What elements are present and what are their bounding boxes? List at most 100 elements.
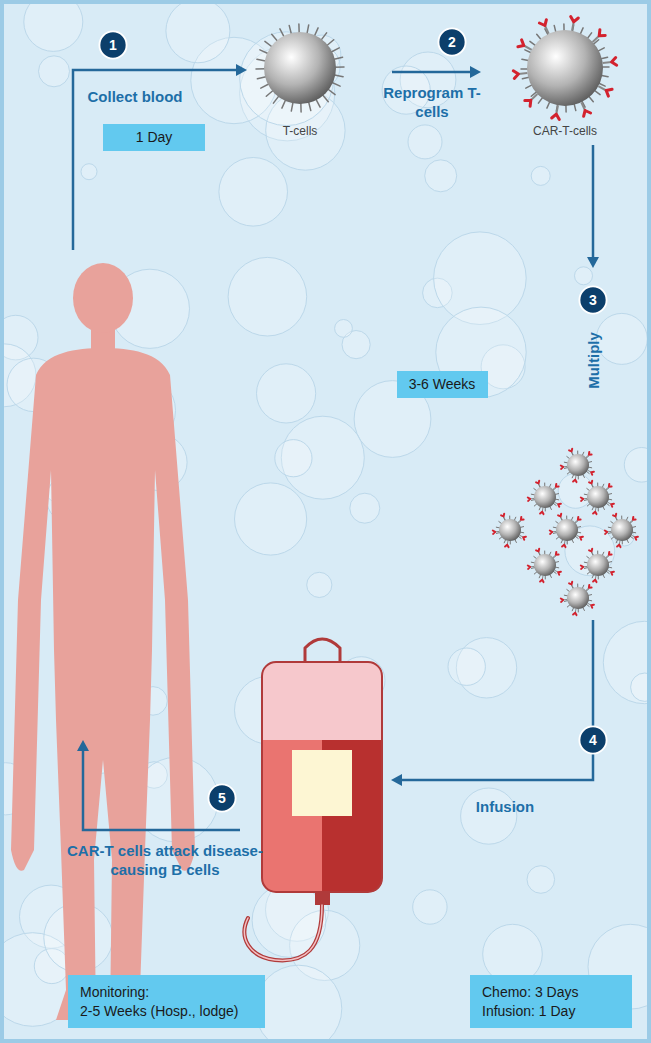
car-receptor (501, 514, 504, 517)
cell-body (611, 519, 633, 541)
box-text: 2-5 Weeks (Hosp., lodge) (80, 1002, 238, 1021)
cell-body (587, 486, 609, 508)
iv-tube-inner (244, 905, 322, 960)
car-receptor (573, 480, 576, 482)
car-receptor (589, 585, 592, 588)
car-t-cell (550, 514, 583, 547)
bubble (219, 158, 288, 227)
car-receptor (569, 582, 572, 585)
car-t-cell (605, 514, 638, 547)
step-number: 5 (218, 790, 226, 806)
car-receptor (525, 100, 531, 106)
step-circle: 3 (578, 285, 608, 315)
car-receptor (593, 580, 596, 582)
car-receptor (550, 531, 552, 534)
flow-line (392, 71, 472, 74)
car-receptor (539, 20, 546, 26)
car-receptor (571, 17, 579, 22)
step-number: 2 (448, 34, 456, 50)
car-t-cell (493, 514, 526, 547)
bubble (235, 483, 307, 555)
cell-body (567, 587, 589, 609)
car-receptor (633, 517, 636, 520)
bubble (24, 0, 83, 51)
car-receptor (611, 504, 614, 507)
box-text: Chemo: 3 Days (482, 983, 578, 1002)
car-receptor (609, 552, 612, 555)
car-receptor (573, 613, 576, 615)
car-receptor (606, 89, 612, 96)
car-receptor (562, 545, 565, 547)
bubble (596, 313, 647, 364)
step-title: Reprogram T-cells (382, 83, 482, 121)
car-receptor (536, 549, 539, 552)
cell-body (527, 30, 603, 106)
car-receptor (558, 514, 561, 517)
car-receptor (569, 449, 572, 452)
flow-arrows (73, 70, 593, 830)
box-text: 1 Day (136, 128, 173, 147)
step-circle-fill (579, 726, 606, 753)
bubble (350, 493, 380, 523)
bubble (603, 621, 651, 703)
bubble (527, 866, 555, 894)
car-receptor (611, 572, 614, 575)
bubble (425, 160, 457, 192)
bag-outline (262, 662, 382, 892)
cell-body (499, 519, 521, 541)
step-circle: 5 (207, 783, 237, 813)
car-receptor (558, 572, 561, 575)
car-receptor (589, 452, 592, 455)
car-receptor (609, 484, 612, 487)
cell-body (534, 486, 556, 508)
step-title: CAR-T cells attack disease-causing B cel… (65, 841, 265, 879)
car-receptor (593, 512, 596, 514)
car-receptor (591, 472, 594, 475)
car-receptor (605, 531, 607, 534)
bubble (531, 166, 550, 185)
car-receptor (591, 605, 594, 608)
cell-body (556, 519, 578, 541)
car-receptor (523, 537, 526, 540)
car-receptor (561, 599, 563, 602)
bubble (335, 320, 353, 338)
car-receptor (528, 566, 530, 569)
car-receptor (581, 498, 583, 501)
bubble (166, 0, 230, 63)
car-receptor (536, 481, 539, 484)
bubble (408, 125, 442, 159)
car-receptor (552, 114, 560, 119)
bubble (575, 267, 593, 285)
cell-body (534, 554, 556, 576)
car-receptor (521, 517, 524, 520)
bubble (255, 965, 342, 1043)
step-number: 3 (589, 292, 597, 308)
cell-label: CAR-T-cells (533, 124, 597, 139)
car-receptor (513, 71, 518, 79)
bubble (228, 257, 307, 336)
step-number: 4 (589, 732, 597, 748)
flow-line (400, 620, 593, 780)
car-t-cell (513, 17, 616, 120)
iv-bag (262, 662, 382, 892)
bubble (307, 572, 332, 597)
step-circle: 4 (578, 725, 608, 755)
box-text: Infusion: 1 Day (482, 1002, 575, 1021)
bubble (624, 448, 651, 483)
duration-box: 3-6 Weeks (397, 371, 488, 398)
arrow-head (391, 774, 402, 786)
cell-group (256, 17, 638, 616)
car-receptor (589, 481, 592, 484)
step-circle-fill (579, 286, 606, 313)
arrow-head (236, 64, 247, 76)
car-receptor (589, 549, 592, 552)
bubble (413, 890, 447, 924)
flow-line (83, 750, 240, 830)
step-circle: 2 (437, 27, 467, 57)
iv-tube (244, 905, 322, 960)
car-t-cell (528, 549, 561, 582)
